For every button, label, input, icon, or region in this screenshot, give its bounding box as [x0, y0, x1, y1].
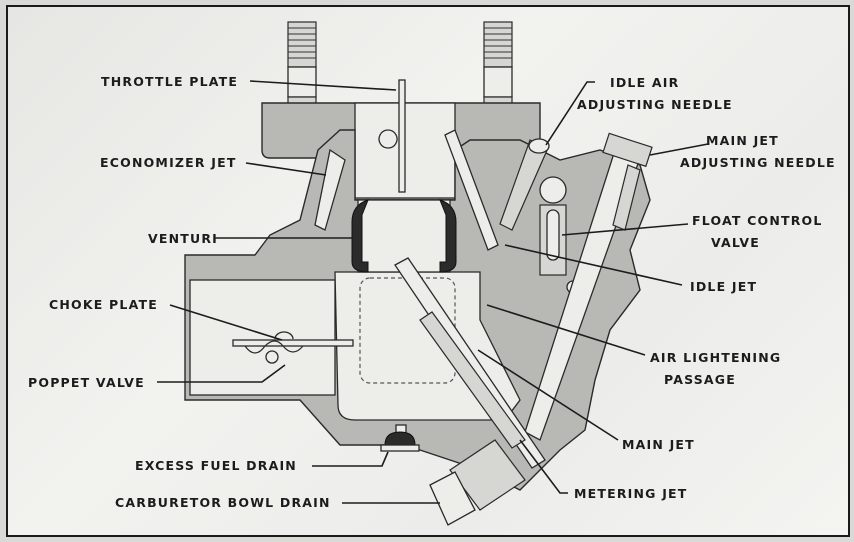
label-venturi: VENTURI — [148, 231, 219, 246]
throttle-plate — [398, 79, 406, 193]
air-horn-chamber — [189, 279, 336, 396]
main-jet-tube — [394, 257, 546, 469]
label-air-lightening-line1: AIR LIGHTENING — [650, 350, 782, 365]
label-air-lightening-line2: PASSAGE — [664, 372, 737, 387]
label-idle-air-line1: IDLE AIR — [610, 75, 680, 90]
venturi-right — [439, 199, 457, 273]
label-carburetor-bowl-drain: CARBURETOR BOWL DRAIN — [115, 495, 331, 510]
bowl-drain-plug — [429, 439, 526, 526]
label-main-jet-adj-line1: MAIN JET — [706, 133, 779, 148]
label-idle-air-line2: ADJUSTING NEEDLE — [577, 97, 733, 112]
leader-lines — [157, 80, 709, 504]
economizer-passage — [314, 148, 346, 231]
label-excess-fuel-drain: EXCESS FUEL DRAIN — [135, 458, 297, 473]
excess-fuel-drain — [380, 424, 420, 452]
label-main-jet: MAIN JET — [622, 437, 695, 452]
main-jet-adjusting-needle — [524, 132, 653, 441]
label-float-control-line2: VALVE — [711, 235, 760, 250]
label-poppet-valve: POPPET VALVE — [28, 375, 145, 390]
label-idle-jet: IDLE JET — [690, 279, 758, 294]
label-throttle-plate: THROTTLE PLATE — [101, 74, 239, 89]
label-choke-plate: CHOKE PLATE — [49, 297, 158, 312]
label-metering-jet: METERING JET — [574, 486, 688, 501]
label-economizer-jet: ECONOMIZER JET — [100, 155, 237, 170]
idle-air-needle — [499, 138, 550, 231]
label-float-control-line1: FLOAT CONTROL — [692, 213, 823, 228]
venturi-left — [351, 199, 369, 273]
choke-plate — [232, 331, 354, 364]
float-control-valve — [539, 176, 580, 294]
label-main-jet-adj-line2: ADJUSTING NEEDLE — [680, 155, 836, 170]
